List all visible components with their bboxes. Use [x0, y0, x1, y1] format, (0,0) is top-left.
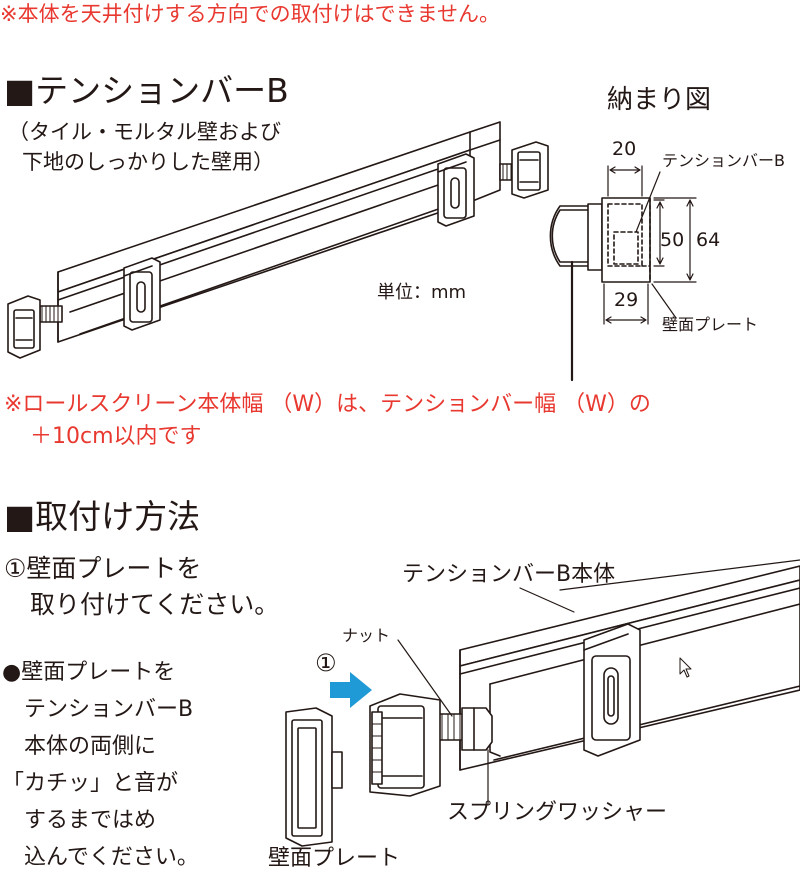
step-marker: ① — [315, 649, 337, 677]
install-wall-plate — [285, 707, 343, 847]
width-note-2: ＋10cm以内です — [30, 424, 202, 449]
fit-section-diagram — [549, 165, 697, 382]
tension-bar-heading: ■テンションバーB — [4, 71, 289, 110]
insert-direction-arrow — [330, 672, 372, 708]
install-bar-clip — [583, 623, 641, 757]
step1-line-1: ①壁面プレートを — [4, 554, 202, 583]
bullet-line-2: テンションバーB — [24, 697, 194, 722]
label-body: テンションバーB本体 — [402, 562, 616, 587]
tension-bar-illustration — [7, 121, 549, 359]
dim-29: 29 — [614, 289, 639, 311]
unit-label: 単位：mm — [377, 282, 467, 303]
fit-diagram-title: 納まり図 — [607, 85, 712, 115]
tension-bar-subtitle-2: 下地のしっかりした壁用） — [22, 150, 274, 174]
bullet-line-5: するまではめ — [24, 808, 157, 833]
bullet-line-3: 本体の両側に — [24, 734, 157, 759]
dim-50: 50 — [660, 229, 685, 251]
bullet-line-6: 込んでください。 — [24, 845, 199, 870]
label-wall-plate-small: 壁面プレート — [662, 315, 759, 334]
bullet-line-4: 「カチッ」と音が — [2, 771, 179, 796]
label-nut: ナット — [342, 626, 391, 645]
bar-end-left — [7, 295, 63, 359]
bar-clip-left — [123, 257, 161, 331]
label-tension-bar-small: テンションバーB — [662, 151, 785, 170]
bar-clip-right — [437, 153, 475, 227]
tension-bar-subtitle-1: （タイル・モルタル壁および — [8, 120, 281, 144]
install-illustration — [285, 559, 800, 847]
install-heading: ■取付け方法 — [4, 497, 201, 536]
label-wall-plate: 壁面プレート — [268, 846, 401, 871]
label-spring-washer: スプリングワッシャー — [447, 800, 668, 825]
ceiling-warning: ※本体を天井付けする方向での取付けはできません。 — [0, 2, 500, 26]
width-note-1: ※ロールスクリーン本体幅 （W）は、テンションバー幅 （W）の — [4, 392, 651, 417]
bar-end-right — [499, 141, 549, 199]
install-end-bracket — [369, 693, 441, 797]
dim-20: 20 — [612, 138, 637, 160]
step1-line-2: 取り付けてください。 — [30, 590, 280, 619]
bullet-line-1: ●壁面プレートを — [2, 660, 176, 685]
dim-64: 64 — [696, 229, 721, 251]
